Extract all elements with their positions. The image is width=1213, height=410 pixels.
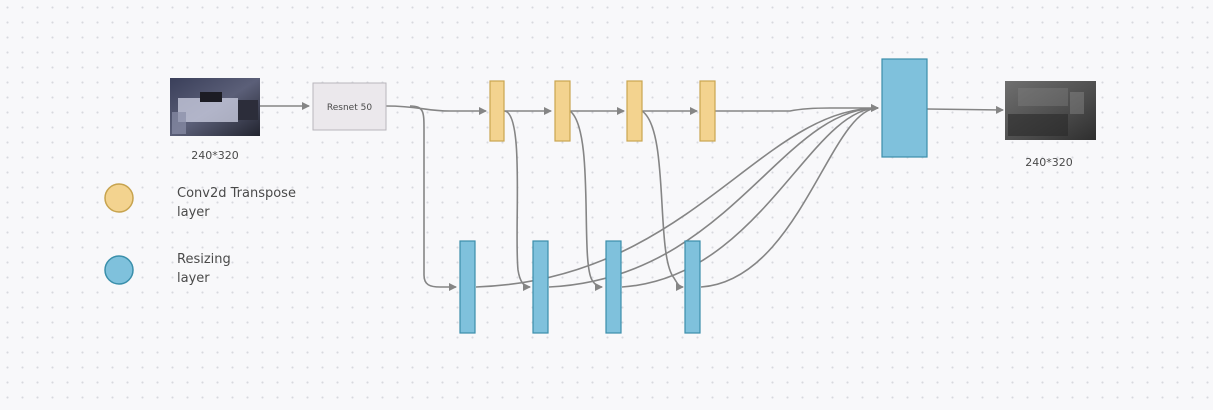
legend-resizing-label-line2: layer [177, 271, 210, 286]
merge-resizing-layer [881, 58, 928, 158]
conv-transpose-layer-3 [626, 80, 643, 142]
input-image [170, 78, 260, 136]
resizing-layers [459, 240, 701, 334]
edge-resnet-to-conv1 [385, 105, 487, 115]
legend-resizing-swatch [104, 255, 134, 285]
legend: Conv2d Transpose layer Resizing layer [104, 183, 296, 286]
resizing-layer-1 [459, 240, 476, 334]
resizing-layer-4 [684, 240, 701, 334]
legend-resizing-label-line1: Resizing [177, 252, 231, 267]
edge-resize4-to-merge [700, 107, 879, 288]
edge-resize1-to-merge [475, 104, 879, 288]
edge-conv2-to-resize3 [569, 110, 603, 291]
edge-merge-to-output [926, 105, 1004, 114]
output-size-label: 240*320 [1025, 156, 1073, 169]
output-depth-image [1005, 81, 1096, 140]
conv-transpose-layer-1 [489, 80, 505, 142]
legend-conv-transpose-label-line1: Conv2d Transpose [177, 186, 296, 201]
conv-transpose-layer-2 [554, 80, 571, 142]
legend-conv-transpose-label-line2: layer [177, 205, 210, 220]
resizing-layer-3 [605, 240, 622, 334]
resizing-layer-2 [532, 240, 549, 334]
edge-resize3-to-merge [621, 107, 879, 288]
edge-resnet-to-resize1 [409, 105, 457, 291]
edge-conv3-to-resize4 [641, 110, 684, 291]
input-size-label: 240*320 [191, 149, 239, 162]
edge-conv4-to-merge [715, 104, 879, 112]
conv-transpose-layer-4 [699, 80, 716, 142]
edge-conv1-to-resize2 [503, 110, 531, 291]
resnet-label: Resnet 50 [327, 103, 372, 113]
conv-transpose-layers [489, 80, 716, 142]
resnet-block [312, 82, 387, 131]
legend-conv-transpose-swatch [104, 183, 134, 213]
